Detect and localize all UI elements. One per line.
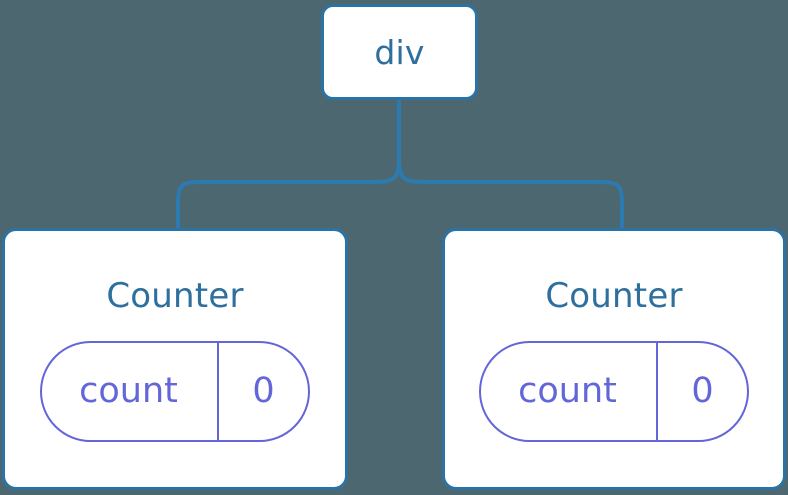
node-counter-right-label: Counter — [545, 276, 683, 316]
node-counter-left-label: Counter — [106, 276, 244, 316]
state-key-left: count — [79, 371, 178, 411]
state-pill-left[interactable]: count 0 — [40, 341, 310, 442]
state-key-right: count — [518, 371, 617, 411]
state-value-right: 0 — [656, 343, 747, 440]
connector-branch-left — [176, 151, 401, 230]
node-root-div[interactable]: div — [321, 4, 478, 100]
node-root-label: div — [374, 32, 425, 72]
state-pill-right[interactable]: count 0 — [479, 341, 749, 442]
node-counter-left[interactable]: Counter count 0 — [2, 228, 348, 490]
connector-branch-right — [397, 151, 624, 230]
state-value-left: 0 — [217, 343, 308, 440]
node-counter-right[interactable]: Counter count 0 — [442, 228, 786, 490]
